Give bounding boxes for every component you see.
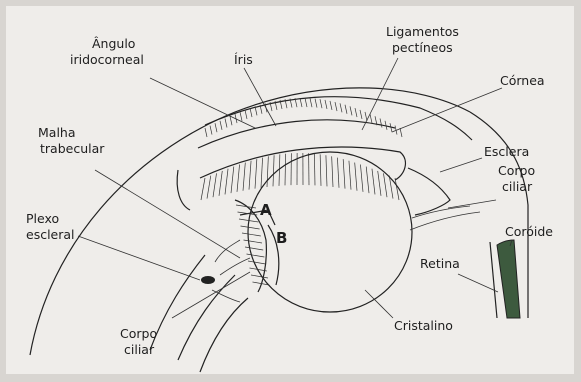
label-angulo-1: Ângulo bbox=[92, 36, 135, 51]
label-esclera: Esclera bbox=[484, 144, 529, 159]
label-b: B bbox=[276, 229, 287, 247]
label-cristalino: Cristalino bbox=[394, 318, 453, 333]
label-cornea: Córnea bbox=[500, 73, 545, 88]
label-angulo-2: iridocorneal bbox=[70, 52, 144, 67]
label-iris: Íris bbox=[234, 52, 253, 67]
label-coroide: Coróide bbox=[505, 224, 553, 239]
label-corpo-ciliar-bottom-2: ciliar bbox=[124, 342, 155, 357]
label-plexo-1: Plexo bbox=[26, 211, 59, 226]
label-malha-2: trabecular bbox=[40, 141, 105, 156]
label-plexo-2: escleral bbox=[26, 227, 75, 242]
label-corpo-ciliar-right-2: ciliar bbox=[502, 179, 533, 194]
label-a: A bbox=[260, 201, 272, 219]
label-corpo-ciliar-right-1: Corpo bbox=[498, 163, 535, 178]
label-ligamentos-1: Ligamentos bbox=[386, 24, 459, 39]
scleral-plexus-blob bbox=[201, 276, 215, 284]
label-corpo-ciliar-bottom-1: Corpo bbox=[120, 326, 157, 341]
label-malha-1: Malha bbox=[38, 125, 76, 140]
label-ligamentos-2: pectíneos bbox=[392, 40, 453, 55]
label-retina: Retina bbox=[420, 256, 460, 271]
